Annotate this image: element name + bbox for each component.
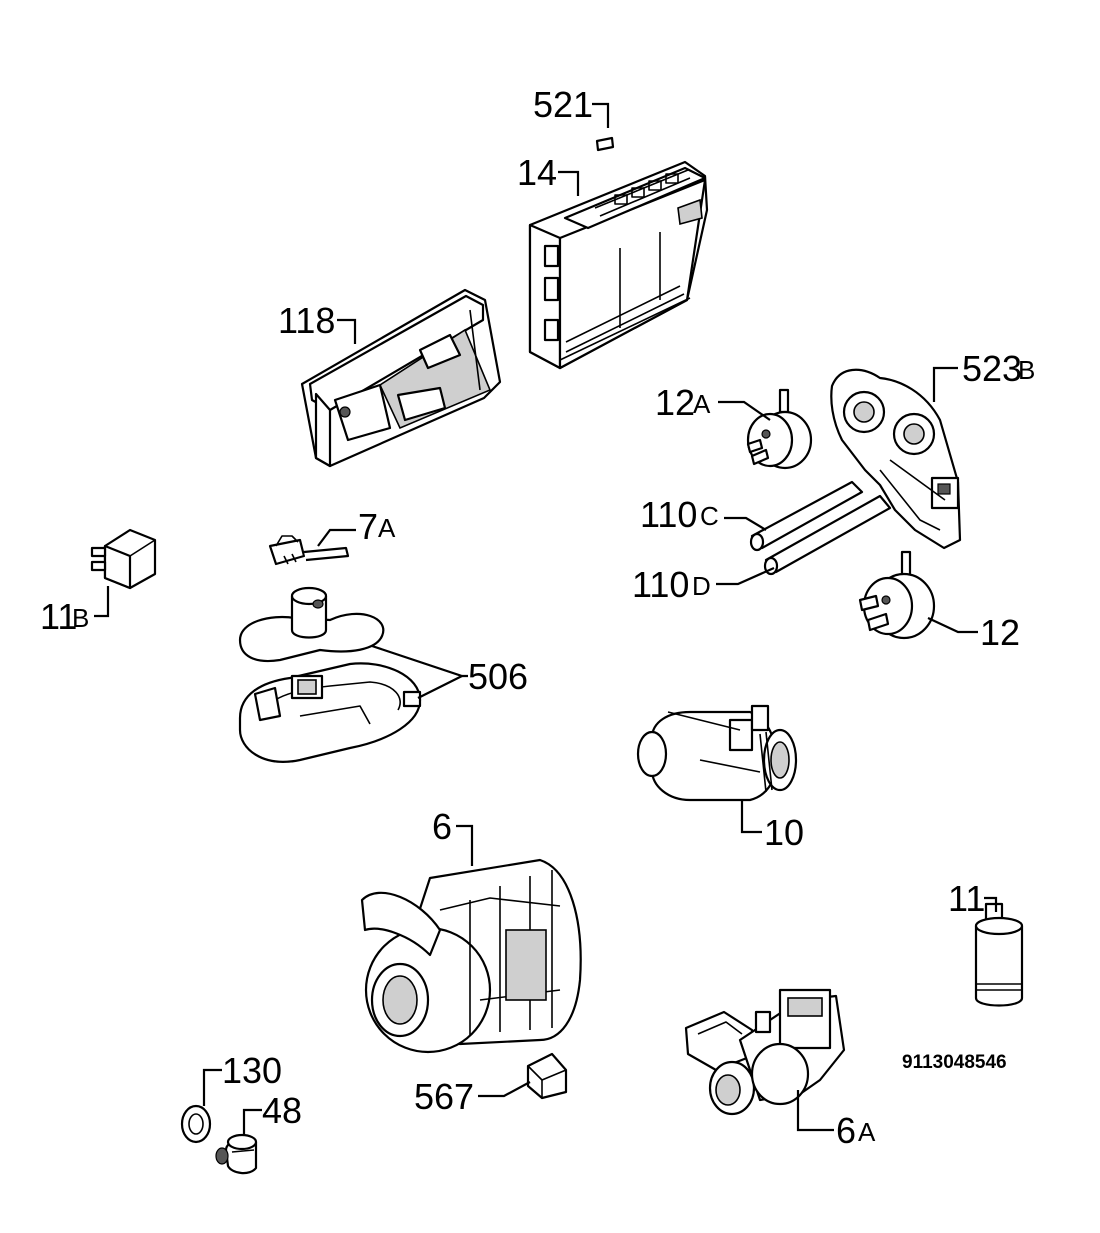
svg-text:D: D: [692, 571, 711, 601]
svg-text:B: B: [1018, 355, 1035, 385]
callout-11b: 11 B: [40, 586, 110, 637]
part-48-plug: [215, 1133, 258, 1175]
part-7a-clip: [268, 535, 350, 566]
svg-text:118: 118: [278, 300, 335, 341]
callout-6: 6: [432, 806, 474, 866]
svg-text:110: 110: [632, 564, 689, 605]
svg-text:6: 6: [836, 1110, 856, 1151]
svg-text:14: 14: [517, 152, 557, 193]
part-567-clip: [526, 1052, 568, 1100]
callout-110d: 110 D: [632, 564, 775, 605]
callout-567: 567: [414, 1076, 531, 1117]
part-11-capacitor: [974, 902, 1024, 1007]
part-14-control-module: [528, 160, 709, 370]
svg-text:110: 110: [640, 494, 697, 535]
svg-text:12: 12: [980, 612, 1020, 653]
svg-text:A: A: [693, 389, 711, 419]
callout-506: 506: [371, 644, 528, 699]
callout-10: 10: [740, 800, 804, 853]
callout-521: 521: [533, 84, 610, 128]
svg-text:523: 523: [962, 348, 1022, 389]
part-110c-hose: [749, 480, 864, 552]
part-506-filter-base: [238, 662, 422, 763]
svg-text:7: 7: [358, 506, 378, 547]
svg-text:C: C: [700, 501, 719, 531]
part-11b-relay: [90, 528, 157, 590]
callout-130: 130: [202, 1050, 282, 1106]
part-506-filter-cover: [238, 586, 385, 663]
callout-118: 118: [278, 300, 357, 344]
callout-7a: 7 A: [317, 506, 396, 547]
svg-text:567: 567: [414, 1076, 474, 1117]
part-6a-drain-pump: [684, 988, 846, 1116]
svg-text:48: 48: [262, 1090, 302, 1131]
part-6-circulation-pump: [360, 858, 582, 1054]
callout-12: 12: [927, 612, 1020, 653]
drawing-code: 9113048546: [902, 1052, 1007, 1073]
svg-text:130: 130: [222, 1050, 282, 1091]
part-523b-pressure-chamber: [830, 368, 962, 550]
callout-6a: 6 A: [796, 1090, 876, 1151]
svg-text:12: 12: [655, 382, 695, 423]
part-10-heater: [636, 704, 798, 802]
part-12-pressure-switch: [858, 550, 936, 640]
callout-14: 14: [517, 152, 580, 196]
svg-text:506: 506: [468, 656, 528, 697]
svg-text:521: 521: [533, 84, 593, 125]
callout-11: 11: [948, 878, 998, 919]
part-521-connector: [595, 136, 615, 152]
callout-48: 48: [242, 1090, 302, 1136]
part-130-seal: [180, 1104, 212, 1144]
callout-12a: 12 A: [655, 382, 771, 423]
svg-text:A: A: [858, 1117, 876, 1147]
svg-text:11: 11: [948, 878, 985, 919]
callout-110c: 110 C: [640, 494, 767, 535]
part-118-display-panel: [300, 288, 502, 468]
svg-text:6: 6: [432, 806, 452, 847]
callout-523b: 523 B: [932, 348, 1035, 402]
svg-text:11: 11: [40, 596, 77, 637]
svg-text:A: A: [378, 513, 396, 543]
svg-text:B: B: [72, 603, 89, 633]
svg-text:10: 10: [764, 812, 804, 853]
part-12a-pressure-switch: [746, 388, 813, 470]
